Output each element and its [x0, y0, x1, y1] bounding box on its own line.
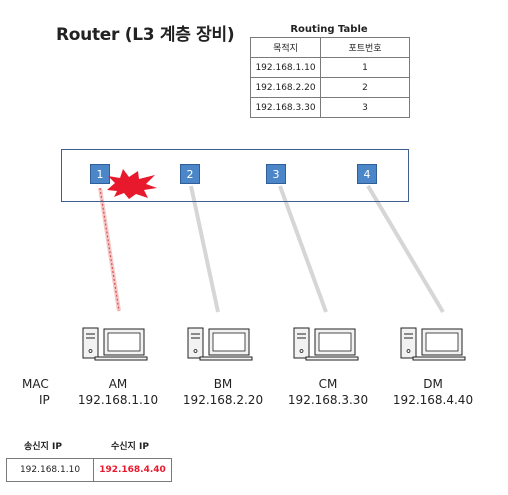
packet-header-row: 192.168.1.10 192.168.4.40: [6, 458, 172, 482]
desktop-computer-icon: [187, 327, 253, 361]
explosion-burst-icon: [107, 169, 157, 199]
host-ip: 192.168.2.20: [182, 393, 264, 407]
routing-table-row: 192.168.3.30 3: [250, 97, 410, 118]
routing-table-caption: Routing Table: [290, 24, 368, 35]
desktop-computer-icon: [293, 327, 359, 361]
mac-row-label: MAC: [22, 377, 49, 391]
diagram-title: Router (L3 계층 장비): [56, 25, 235, 45]
host-ip: 192.168.1.10: [77, 393, 159, 407]
source-ip-label: 송신지 IP: [24, 442, 62, 452]
packet-source-ip: 192.168.1.10: [6, 458, 94, 482]
host-name: BM: [213, 377, 233, 391]
routing-table-destination: 192.168.3.30: [250, 97, 321, 118]
router-port-4: 4: [357, 164, 377, 184]
host-name: AM: [108, 377, 128, 391]
dest-ip-label: 수신지 IP: [111, 442, 149, 452]
desktop-computer-icon: [82, 327, 148, 361]
host-name: CM: [318, 377, 338, 391]
link-port-3: [278, 185, 328, 313]
router-port-2: 2: [180, 164, 200, 184]
router-box: [61, 149, 409, 202]
router-port-1: 1: [90, 164, 110, 184]
link-port-2: [189, 185, 220, 313]
routing-table-port: 3: [320, 97, 410, 118]
packet-dest-ip: 192.168.4.40: [93, 458, 172, 482]
routing-table: 목적지 포트번호 192.168.1.10 1 192.168.2.20 2 1…: [250, 37, 410, 118]
ip-row-label: IP: [39, 393, 50, 407]
routing-table-header-row: 목적지 포트번호: [250, 37, 410, 58]
host-ip: 192.168.3.30: [287, 393, 369, 407]
desktop-computer-icon: [400, 327, 466, 361]
host-name: DM: [423, 377, 443, 391]
link-port-1-active: [99, 187, 120, 312]
packet-header-table: 192.168.1.10 192.168.4.40: [6, 458, 172, 482]
host-ip: 192.168.4.40: [392, 393, 474, 407]
router-port-3: 3: [266, 164, 286, 184]
routing-table-row: 192.168.2.20 2: [250, 77, 410, 98]
link-port-4: [366, 184, 445, 314]
